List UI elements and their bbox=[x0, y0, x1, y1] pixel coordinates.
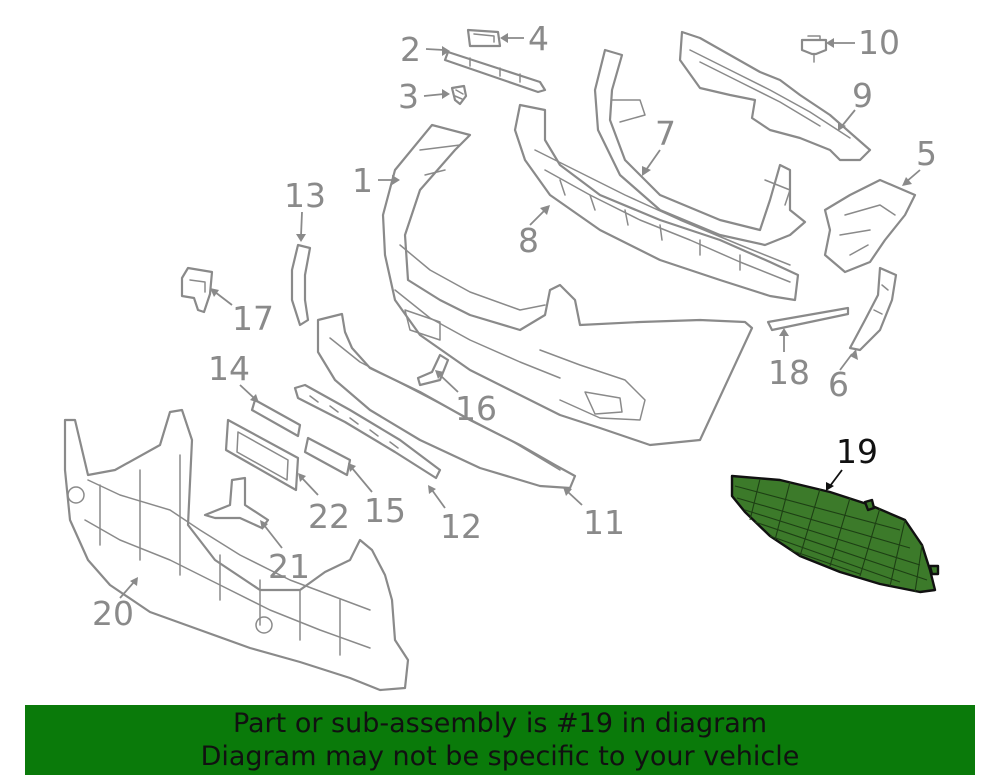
callout-10: 10 bbox=[858, 23, 900, 62]
part-22-plate-bracket bbox=[224, 418, 300, 492]
callout-13: 13 bbox=[284, 176, 326, 215]
callout-1: 1 bbox=[352, 161, 373, 200]
part-9-grille-mount bbox=[678, 30, 872, 162]
part-6-side-bracket bbox=[848, 266, 898, 352]
part-5-side-bracket bbox=[823, 178, 917, 274]
part-7-upper-bracket bbox=[593, 48, 807, 247]
leader-lines bbox=[119, 33, 921, 599]
callout-5: 5 bbox=[916, 134, 937, 173]
callout-8: 8 bbox=[518, 221, 539, 260]
callout-22: 22 bbox=[308, 497, 350, 536]
callout-17: 17 bbox=[232, 299, 274, 338]
callout-2: 2 bbox=[400, 30, 421, 69]
info-banner: Part or sub-assembly is #19 in diagram D… bbox=[25, 705, 975, 775]
callout-6: 6 bbox=[828, 365, 849, 404]
part-4-clip bbox=[466, 28, 502, 48]
part-12-lower-strip bbox=[293, 383, 442, 480]
part-15-reflector bbox=[303, 436, 352, 477]
callout-14: 14 bbox=[208, 349, 250, 388]
banner-line-1: Part or sub-assembly is #19 in diagram bbox=[232, 708, 768, 739]
callout-12: 12 bbox=[440, 507, 482, 546]
banner-line-2: Diagram may not be specific to your vehi… bbox=[200, 741, 800, 772]
part-17-sensor bbox=[180, 266, 214, 314]
part-1-bumper-cover bbox=[381, 123, 754, 447]
callout-20: 20 bbox=[92, 594, 134, 633]
part-18-strip bbox=[766, 306, 850, 332]
part-3-screw bbox=[450, 84, 468, 106]
part-20-bumper-carrier bbox=[63, 408, 410, 692]
part-2-trim-strip bbox=[443, 50, 547, 94]
callout-4: 4 bbox=[528, 19, 549, 58]
callout-9: 9 bbox=[852, 76, 873, 115]
part-11-lower-valance bbox=[316, 312, 577, 490]
part-8-reinforcement bbox=[513, 103, 800, 302]
part-19-grille-insert bbox=[730, 474, 940, 594]
callout-21: 21 bbox=[268, 547, 310, 586]
callout-3: 3 bbox=[398, 77, 419, 116]
callout-15: 15 bbox=[364, 491, 406, 530]
part-16-clip bbox=[416, 353, 450, 387]
parts-diagram: 1 2 3 4 5 6 7 8 9 10 11 12 13 14 15 16 1… bbox=[63, 19, 940, 692]
callout-16: 16 bbox=[455, 389, 497, 428]
callout-labels: 1 2 3 4 5 6 7 8 9 10 11 12 13 14 15 16 1… bbox=[92, 19, 937, 633]
callout-19-highlighted: 19 bbox=[836, 432, 878, 471]
callout-7: 7 bbox=[655, 114, 676, 153]
callout-11: 11 bbox=[583, 503, 625, 542]
part-14-bracket bbox=[250, 398, 302, 438]
callout-18: 18 bbox=[768, 353, 810, 392]
part-21-bracket bbox=[203, 476, 270, 530]
part-13-side-trim bbox=[290, 243, 312, 327]
part-10-push-pin bbox=[800, 35, 828, 63]
